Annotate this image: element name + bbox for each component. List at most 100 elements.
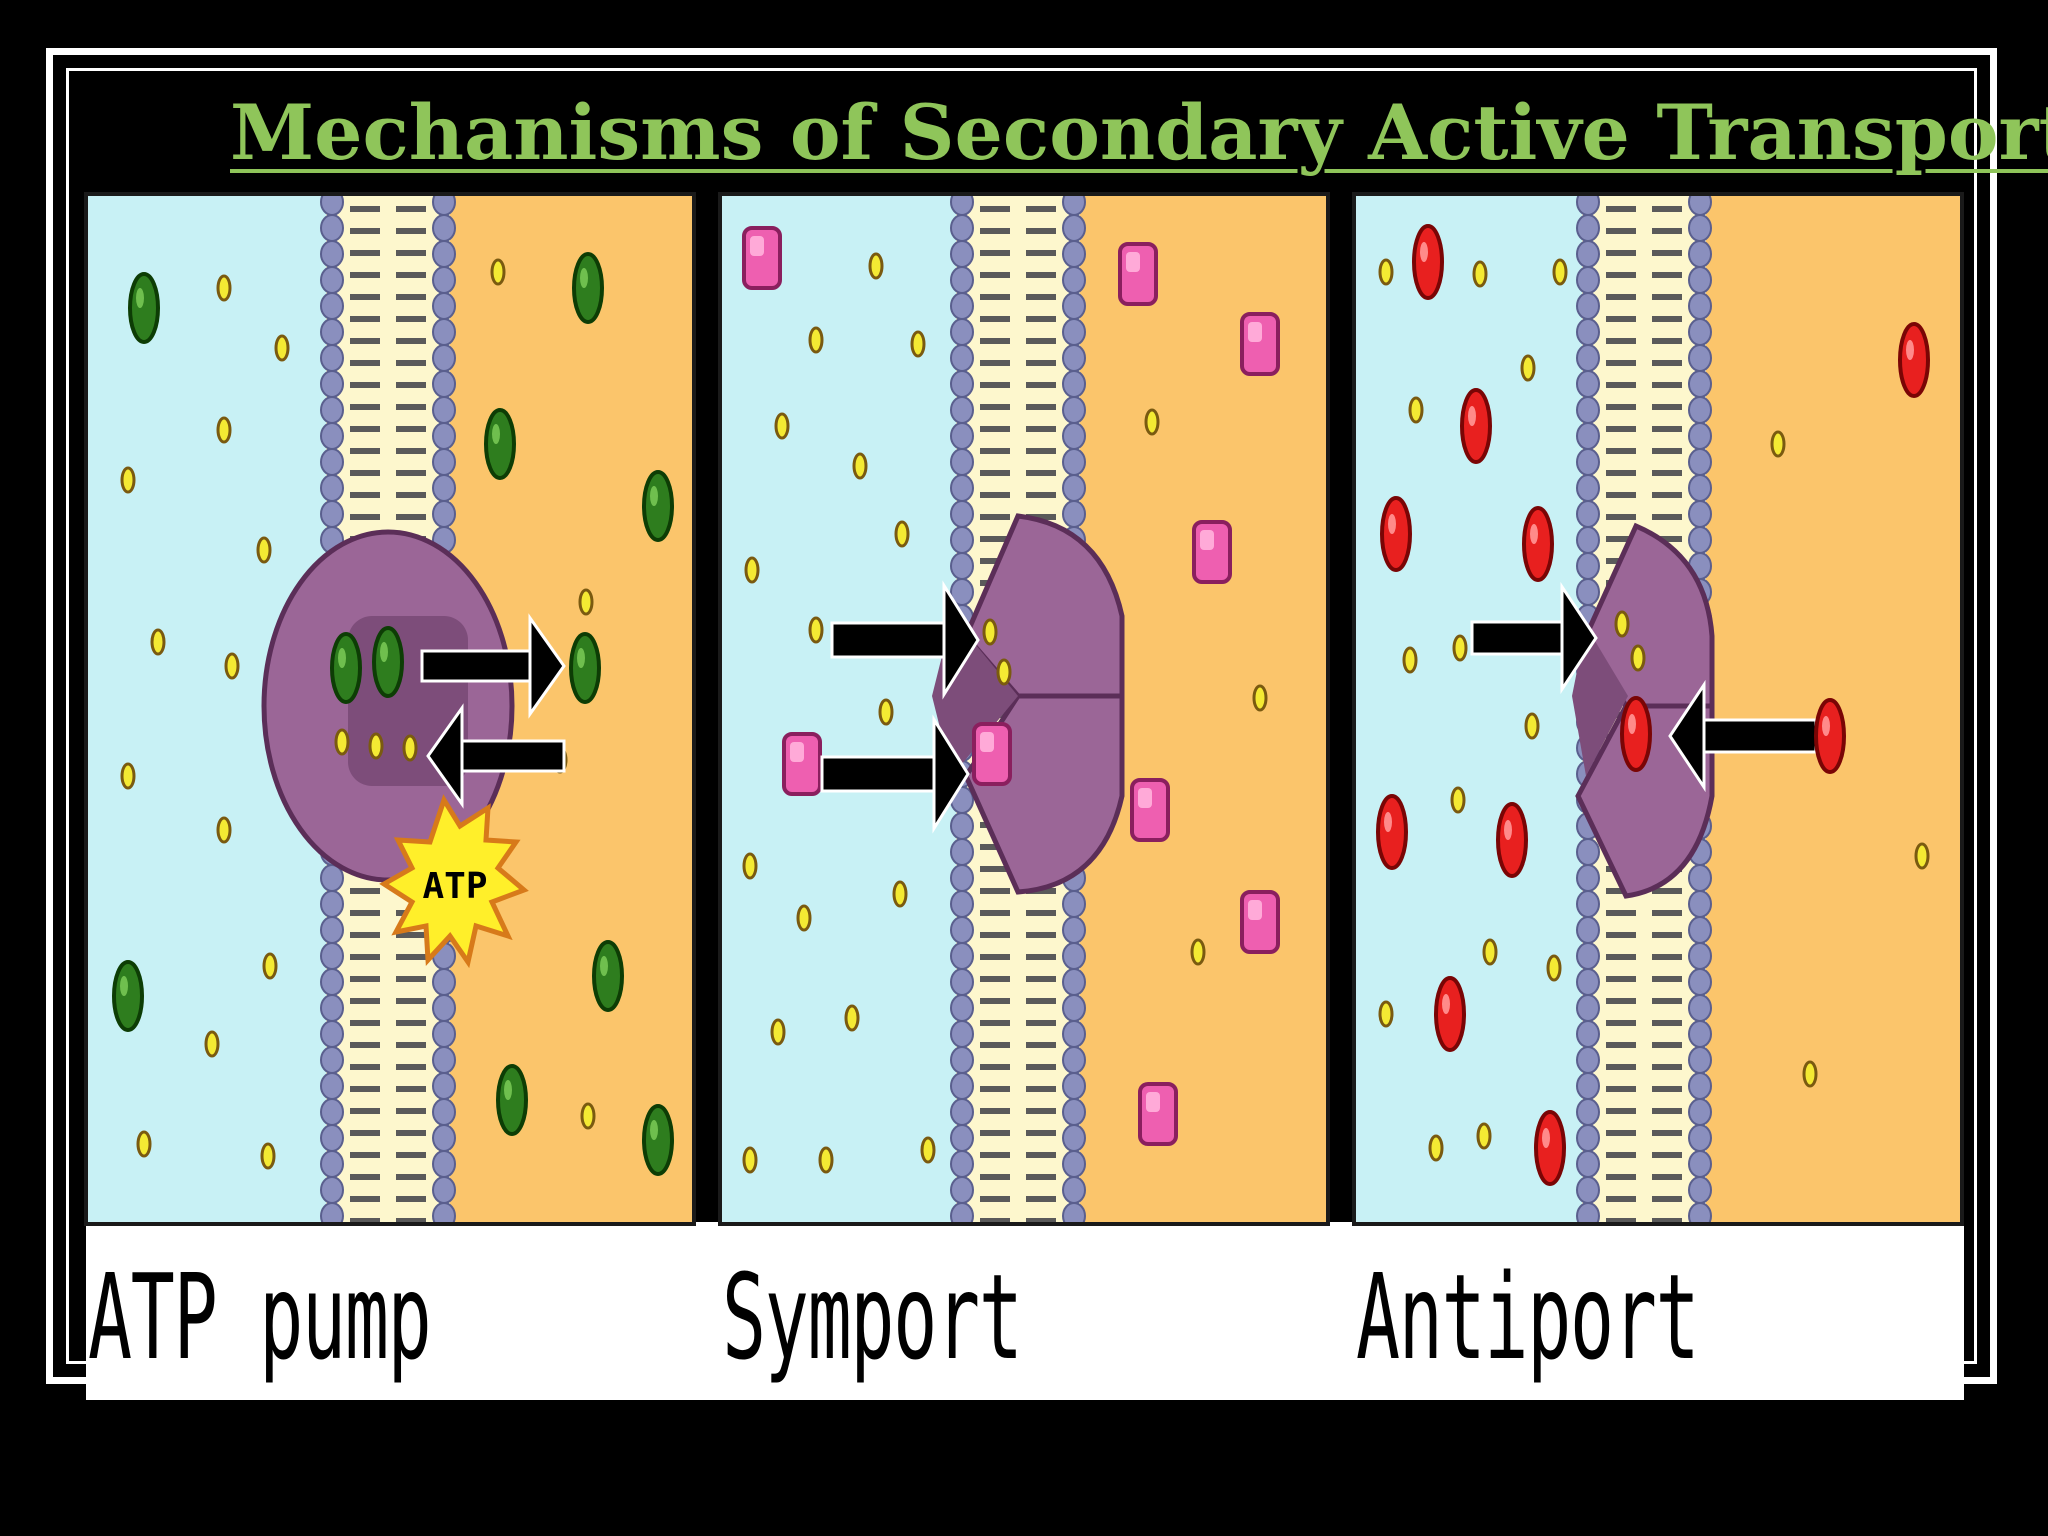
phospholipid-head bbox=[950, 196, 974, 216]
phospholipid-head bbox=[432, 1202, 456, 1222]
arrow-head bbox=[426, 703, 464, 809]
phospholipid-head bbox=[950, 968, 974, 996]
atp-burst: ATP bbox=[379, 794, 529, 969]
phospholipid-head bbox=[1576, 1150, 1600, 1178]
phospholipid-head bbox=[432, 240, 456, 268]
phospholipid-head bbox=[1576, 1202, 1600, 1222]
lipid-tail-mark bbox=[1606, 910, 1636, 916]
phospholipid-head bbox=[1688, 422, 1712, 450]
phospholipid-head bbox=[320, 1098, 344, 1126]
phospholipid-head bbox=[320, 994, 344, 1022]
small-ion bbox=[224, 652, 240, 680]
green-solute-highlight bbox=[380, 642, 388, 662]
lipid-tail-mark bbox=[1652, 228, 1682, 234]
phospholipid-head bbox=[950, 448, 974, 476]
phospholipid-head bbox=[1576, 578, 1600, 606]
small-ion bbox=[1614, 610, 1630, 638]
small-ion bbox=[1914, 842, 1930, 870]
pink-solute-highlight bbox=[1248, 900, 1262, 920]
lipid-tail-mark bbox=[1606, 316, 1636, 322]
phospholipid-head bbox=[1062, 370, 1086, 398]
lipid-tail-mark bbox=[1606, 1152, 1636, 1158]
red-solute-highlight bbox=[1906, 340, 1914, 360]
lipid-tail-mark bbox=[980, 404, 1010, 410]
small-ion bbox=[1472, 260, 1488, 288]
phospholipid-head bbox=[320, 240, 344, 268]
lipid-tail-mark bbox=[396, 272, 426, 278]
small-ion bbox=[892, 880, 908, 908]
phospholipid-head bbox=[432, 1176, 456, 1204]
phospholipid-head bbox=[1576, 864, 1600, 892]
lipid-tail-mark bbox=[980, 294, 1010, 300]
lipid-tail-mark bbox=[350, 338, 380, 344]
small-ion bbox=[216, 816, 232, 844]
lipid-tail-mark bbox=[980, 470, 1010, 476]
lipid-tail-mark bbox=[1026, 1064, 1056, 1070]
lipid-tail-mark bbox=[1652, 338, 1682, 344]
small-ion bbox=[120, 466, 136, 494]
phospholipid-head bbox=[1576, 1124, 1600, 1152]
phospholipid-head bbox=[320, 916, 344, 944]
lipid-tail-mark bbox=[1606, 1020, 1636, 1026]
atp-burst-shape bbox=[379, 794, 529, 969]
lipid-tail-mark bbox=[1652, 250, 1682, 256]
lipid-tail-mark bbox=[1652, 404, 1682, 410]
phospholipid-head bbox=[1688, 214, 1712, 242]
phospholipid-head bbox=[950, 500, 974, 528]
phospholipid-head bbox=[1062, 396, 1086, 424]
lipid-tail-mark bbox=[980, 1064, 1010, 1070]
small-ion bbox=[808, 326, 824, 354]
arrow-head bbox=[932, 714, 970, 834]
lipid-tail-mark bbox=[1026, 1218, 1056, 1222]
phospholipid-head bbox=[1576, 474, 1600, 502]
lipid-tail-mark bbox=[350, 228, 380, 234]
lipid-tail-mark bbox=[1652, 536, 1682, 542]
phospholipid-head bbox=[320, 318, 344, 346]
phospholipid-head bbox=[1062, 474, 1086, 502]
phospholipid-head bbox=[320, 1176, 344, 1204]
small-ion bbox=[1428, 1134, 1444, 1162]
lipid-tail-mark bbox=[980, 888, 1010, 894]
phospholipid-head bbox=[1062, 448, 1086, 476]
lipid-tail-mark bbox=[980, 1042, 1010, 1048]
lipid-tail-mark bbox=[396, 1020, 426, 1026]
lipid-tail-mark bbox=[350, 1042, 380, 1048]
lipid-tail-mark bbox=[1606, 976, 1636, 982]
lipid-tail-mark bbox=[396, 250, 426, 256]
lipid-tail-mark bbox=[980, 1130, 1010, 1136]
phospholipid-head bbox=[1062, 1124, 1086, 1152]
green-solute bbox=[112, 960, 144, 1032]
small-ion bbox=[1520, 354, 1536, 382]
slide-title: Mechanisms of Secondary Active Transport bbox=[230, 88, 2048, 177]
lipid-tail-mark bbox=[350, 404, 380, 410]
lipid-tail-mark bbox=[396, 514, 426, 520]
lipid-tail-mark bbox=[1652, 1086, 1682, 1092]
lipid-tail-mark bbox=[350, 1130, 380, 1136]
phospholipid-head bbox=[1688, 474, 1712, 502]
lipid-tail-mark bbox=[350, 1020, 380, 1026]
small-ion bbox=[982, 618, 998, 646]
lipid-tail-mark bbox=[1606, 932, 1636, 938]
phospholipid-head bbox=[950, 1046, 974, 1074]
lipid-tail-mark bbox=[980, 426, 1010, 432]
arrow-shaft bbox=[420, 649, 538, 683]
small-ion bbox=[368, 732, 384, 760]
green-solute bbox=[372, 626, 404, 698]
phospholipid-head bbox=[950, 994, 974, 1022]
lipid-tail-mark bbox=[1026, 426, 1056, 432]
lipid-tail-mark bbox=[396, 316, 426, 322]
phospholipid-head bbox=[1062, 292, 1086, 320]
symport-diagram bbox=[722, 196, 1326, 1222]
antiport-protein-upper bbox=[1583, 522, 1715, 709]
small-ion bbox=[1378, 258, 1394, 286]
lipid-tail-mark bbox=[350, 514, 380, 520]
phospholipid-head bbox=[320, 1202, 344, 1222]
phospholipid-head bbox=[1576, 396, 1600, 424]
lipid-tail-mark bbox=[350, 448, 380, 454]
green-solute bbox=[642, 470, 674, 542]
phospholipid-head bbox=[1062, 1176, 1086, 1204]
small-ion bbox=[1630, 644, 1646, 672]
lipid-tail-mark bbox=[1652, 1042, 1682, 1048]
lipid-tail-mark bbox=[1606, 360, 1636, 366]
lipid-tail-mark bbox=[1652, 1196, 1682, 1202]
